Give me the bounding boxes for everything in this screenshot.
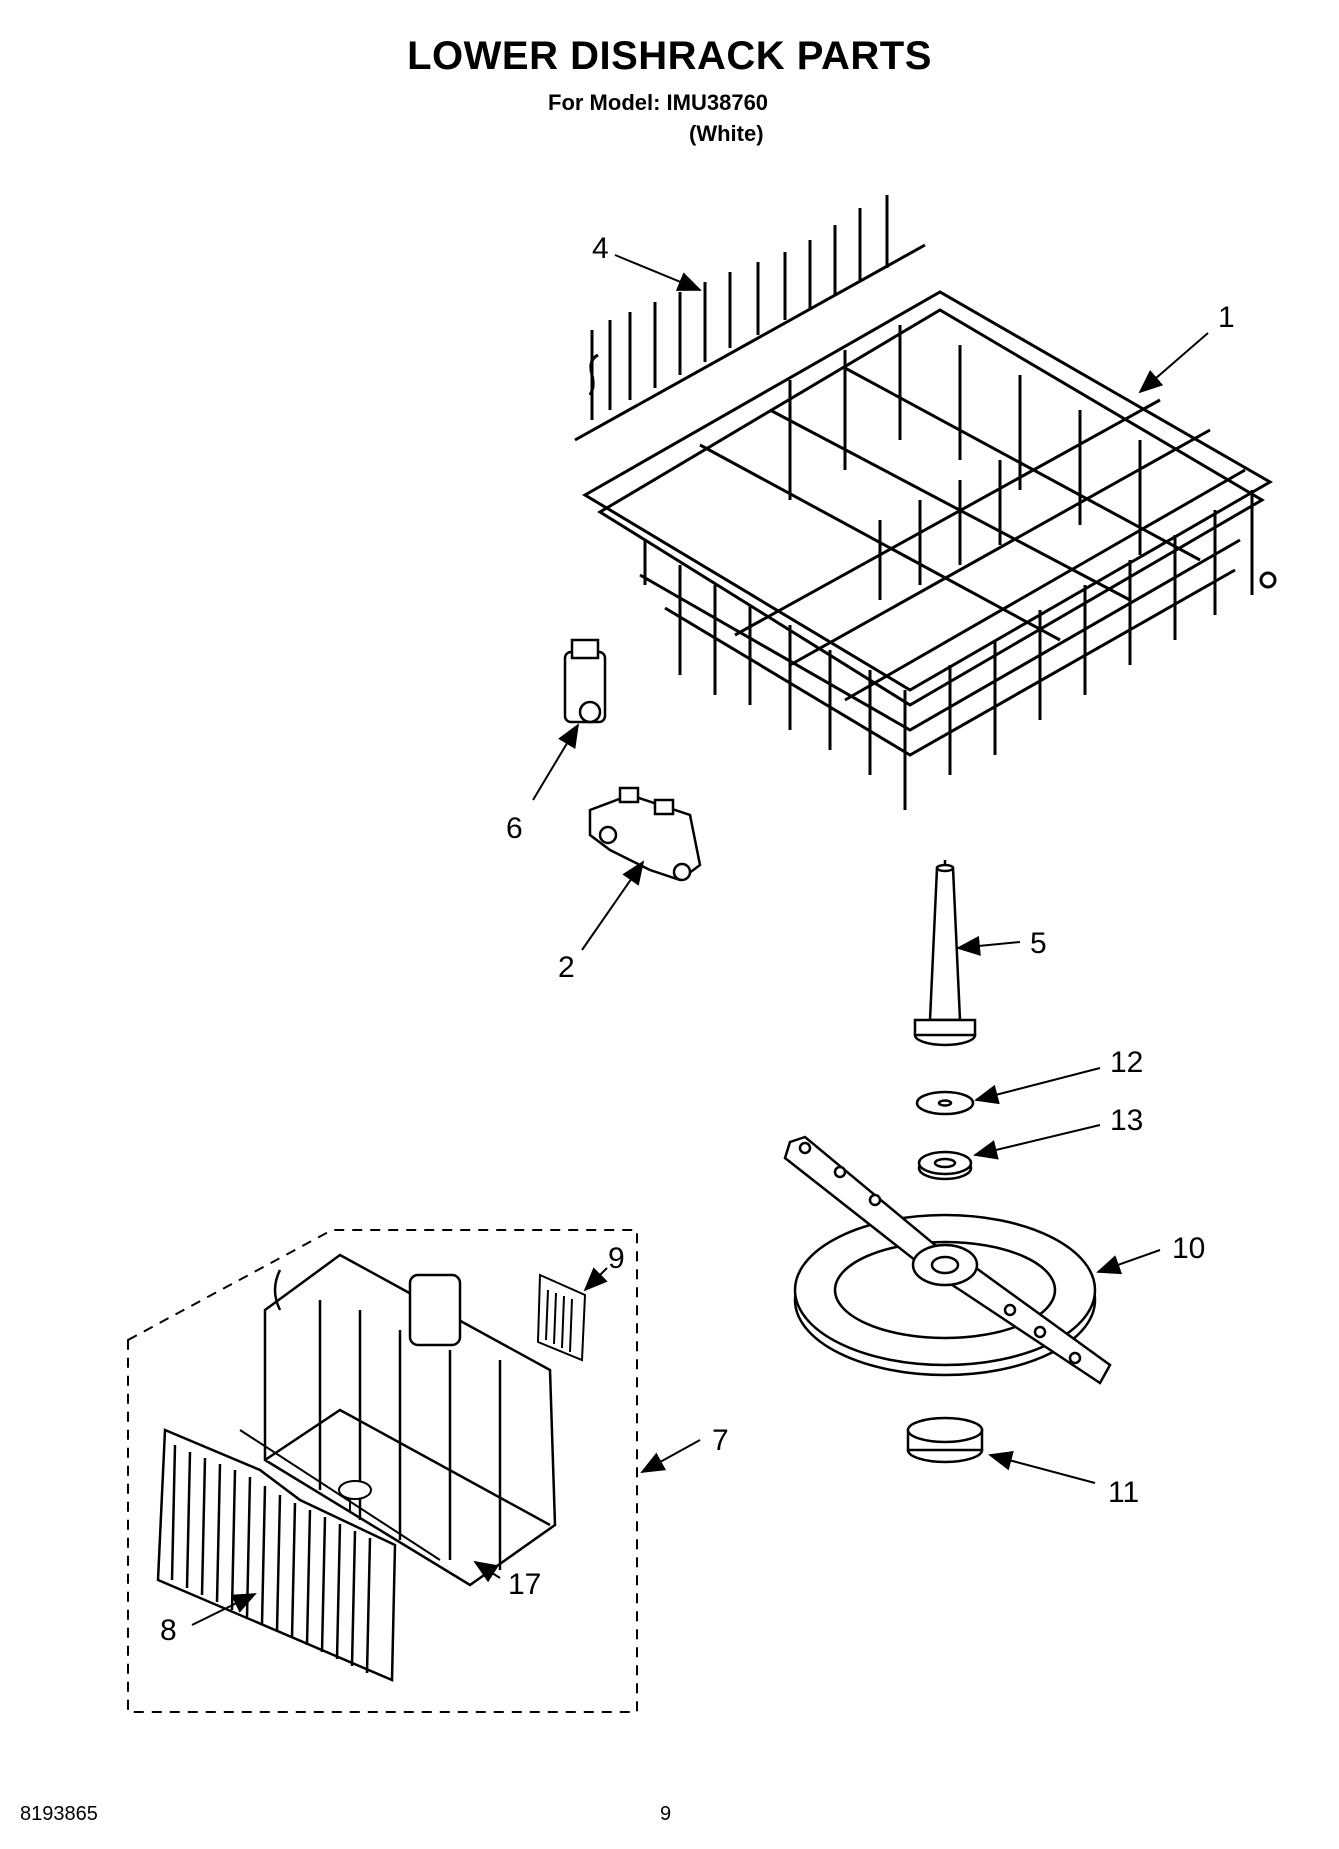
callout-13: 13 xyxy=(1110,1104,1143,1137)
leader-lines xyxy=(191,254,1209,1626)
callout-8: 8 xyxy=(160,1614,177,1647)
callout-6: 6 xyxy=(506,812,523,845)
assembly-boundary-part-7 xyxy=(127,1229,638,1713)
lower-rack-part-1 xyxy=(582,290,1277,810)
callout-4: 4 xyxy=(592,232,609,265)
silverware-basket xyxy=(263,1253,557,1587)
bearing-part-13 xyxy=(917,1150,973,1181)
ring-part-11 xyxy=(906,1416,984,1464)
rack-clip-part-6 xyxy=(563,638,607,724)
washer-part-12 xyxy=(915,1090,975,1116)
callout-7: 7 xyxy=(712,1424,729,1457)
callout-17: 17 xyxy=(508,1568,541,1601)
callout-11: 11 xyxy=(1108,1476,1139,1509)
callout-labels: 4 1 6 2 5 12 13 10 11 9 7 17 8 xyxy=(160,232,1235,1647)
callout-10: 10 xyxy=(1172,1232,1205,1265)
callout-1: 1 xyxy=(1218,301,1235,334)
rack-bracket-part-2 xyxy=(588,786,702,882)
model-line: For Model: IMU38760 xyxy=(548,90,769,115)
page-number: 9 xyxy=(660,1803,672,1825)
tine-row-part-4 xyxy=(574,195,926,442)
hinge-part-17 xyxy=(239,1429,441,1561)
spray-tower-part-5 xyxy=(913,860,977,1047)
callout-2: 2 xyxy=(558,951,575,984)
callout-5: 5 xyxy=(1030,927,1047,960)
color-line: (White) xyxy=(689,121,764,146)
callout-9: 9 xyxy=(608,1242,625,1275)
insert-part-9 xyxy=(536,1273,587,1362)
spray-arm-part-10 xyxy=(783,1135,1112,1385)
basket-lid-part-8 xyxy=(156,1428,397,1682)
doc-number: 8193865 xyxy=(20,1803,98,1825)
callout-12: 12 xyxy=(1110,1046,1143,1079)
page-title: LOWER DISHRACK PARTS xyxy=(407,34,932,78)
